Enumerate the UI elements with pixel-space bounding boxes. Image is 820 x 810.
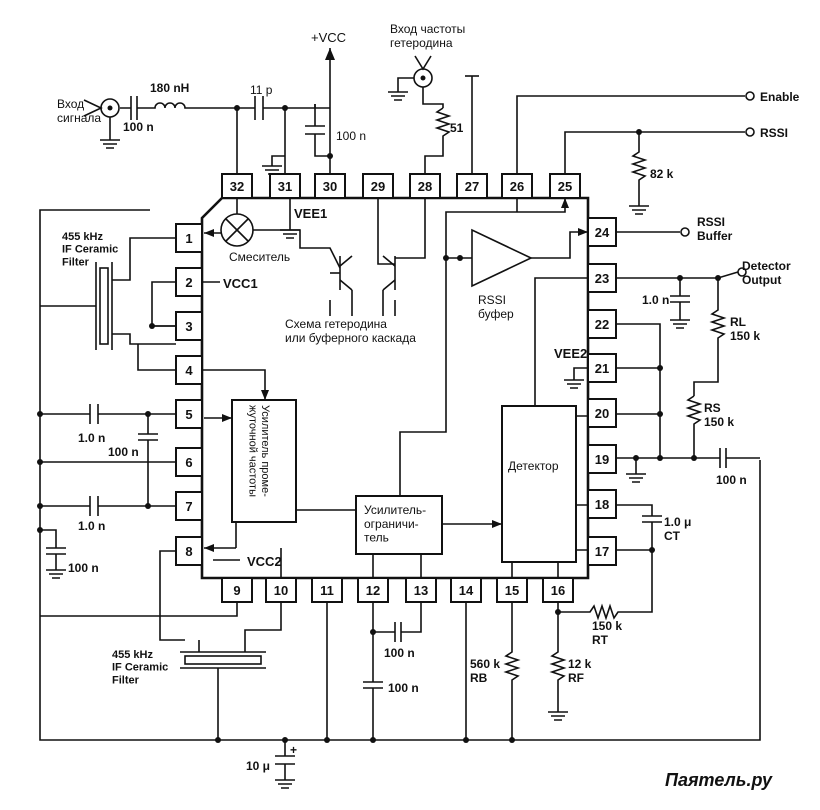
rssi-terminal[interactable] [745, 127, 755, 137]
pin-31: 31 [278, 179, 292, 194]
cap-100n-input: 100 n [123, 120, 154, 134]
pin-13: 13 [414, 583, 428, 598]
cap-11p-label: 11 p [250, 83, 273, 97]
if-amp-label: Усилитель проме-жуточной частоты [246, 405, 271, 497]
pin-20: 20 [595, 406, 609, 421]
pin-24: 24 [595, 225, 610, 240]
pin-30: 30 [323, 179, 337, 194]
pin-10: 10 [274, 583, 288, 598]
detector-block [501, 405, 577, 563]
ceramic-filter-bottom [180, 602, 282, 740]
pin-27: 27 [465, 179, 479, 194]
pin-19: 19 [595, 452, 609, 467]
vcc2-label: VCC2 [247, 554, 282, 569]
pin-26: 26 [510, 179, 524, 194]
res-82k-label: 82 k [650, 167, 674, 181]
cap-10u-label: 10 μ [246, 759, 270, 773]
pin-29: 29 [371, 179, 385, 194]
cap-1n-right: 1.0 n [642, 293, 669, 307]
pin-23: 23 [595, 271, 609, 286]
pin-1: 1 [185, 231, 192, 246]
pin-7: 7 [185, 499, 192, 514]
pin-32: 32 [230, 179, 244, 194]
pin-16: 16 [551, 583, 565, 598]
detector-label: Детектор [508, 459, 559, 473]
inductor-label: 180 nH [150, 81, 189, 95]
ceramic-filter-top [40, 237, 176, 350]
if-amp-block [231, 399, 297, 523]
pin-15: 15 [505, 583, 519, 598]
cap-1n-left-b: 1.0 n [78, 519, 105, 533]
vcc-top-label: +VCC [311, 30, 346, 45]
pin-6: 6 [185, 455, 192, 470]
rssi-buffer-terminal[interactable] [680, 227, 690, 237]
cap-100n-right: 100 n [716, 473, 747, 487]
enable-label: Enable [760, 90, 800, 104]
pin-5: 5 [185, 407, 192, 422]
cap-100n-pin13: 100 n [384, 646, 415, 660]
pin-21: 21 [595, 361, 609, 376]
cap-1n-left-a: 1.0 n [78, 431, 105, 445]
cap-100n-pin30: 100 n [336, 129, 366, 143]
pin-11: 11 [320, 583, 334, 598]
pin-9: 9 [233, 583, 240, 598]
cap-100n-left: 100 n [108, 445, 139, 459]
pin-boxes [175, 173, 617, 603]
cap-100n-pin12: 100 n [388, 681, 419, 695]
vcc1-label: VCC1 [223, 276, 258, 291]
detector-output-terminal[interactable] [737, 267, 747, 277]
mixer-label: Смеситель [229, 250, 290, 264]
svg-text:+: + [290, 743, 297, 757]
enable-terminal[interactable] [745, 91, 755, 101]
pin-25: 25 [558, 179, 572, 194]
res-51-label: 51 [450, 121, 464, 135]
pin-22: 22 [595, 317, 609, 332]
pin-3: 3 [185, 319, 192, 334]
oscillator-transistors [329, 198, 426, 316]
pin-14: 14 [459, 583, 474, 598]
vee2-label: VEE2 [554, 346, 587, 361]
pin-17: 17 [595, 544, 609, 559]
pin-12: 12 [366, 583, 380, 598]
pin-4: 4 [185, 363, 193, 378]
limiter-label: Усилитель-ограничи-тель [364, 503, 426, 545]
cap-100n-pin8: 100 n [68, 561, 99, 575]
pin-18: 18 [595, 497, 609, 512]
watermark-text: Паятель.ру [665, 770, 773, 790]
pin-2: 2 [185, 275, 192, 290]
limiter-block [355, 495, 443, 555]
pin-8: 8 [185, 544, 192, 559]
pin-28: 28 [418, 179, 432, 194]
rssi-label: RSSI [760, 126, 788, 140]
vee1-label: VEE1 [294, 206, 327, 221]
pin-numbers: 32 31 30 29 28 27 26 25 1 2 3 4 5 6 7 8 … [185, 179, 610, 598]
